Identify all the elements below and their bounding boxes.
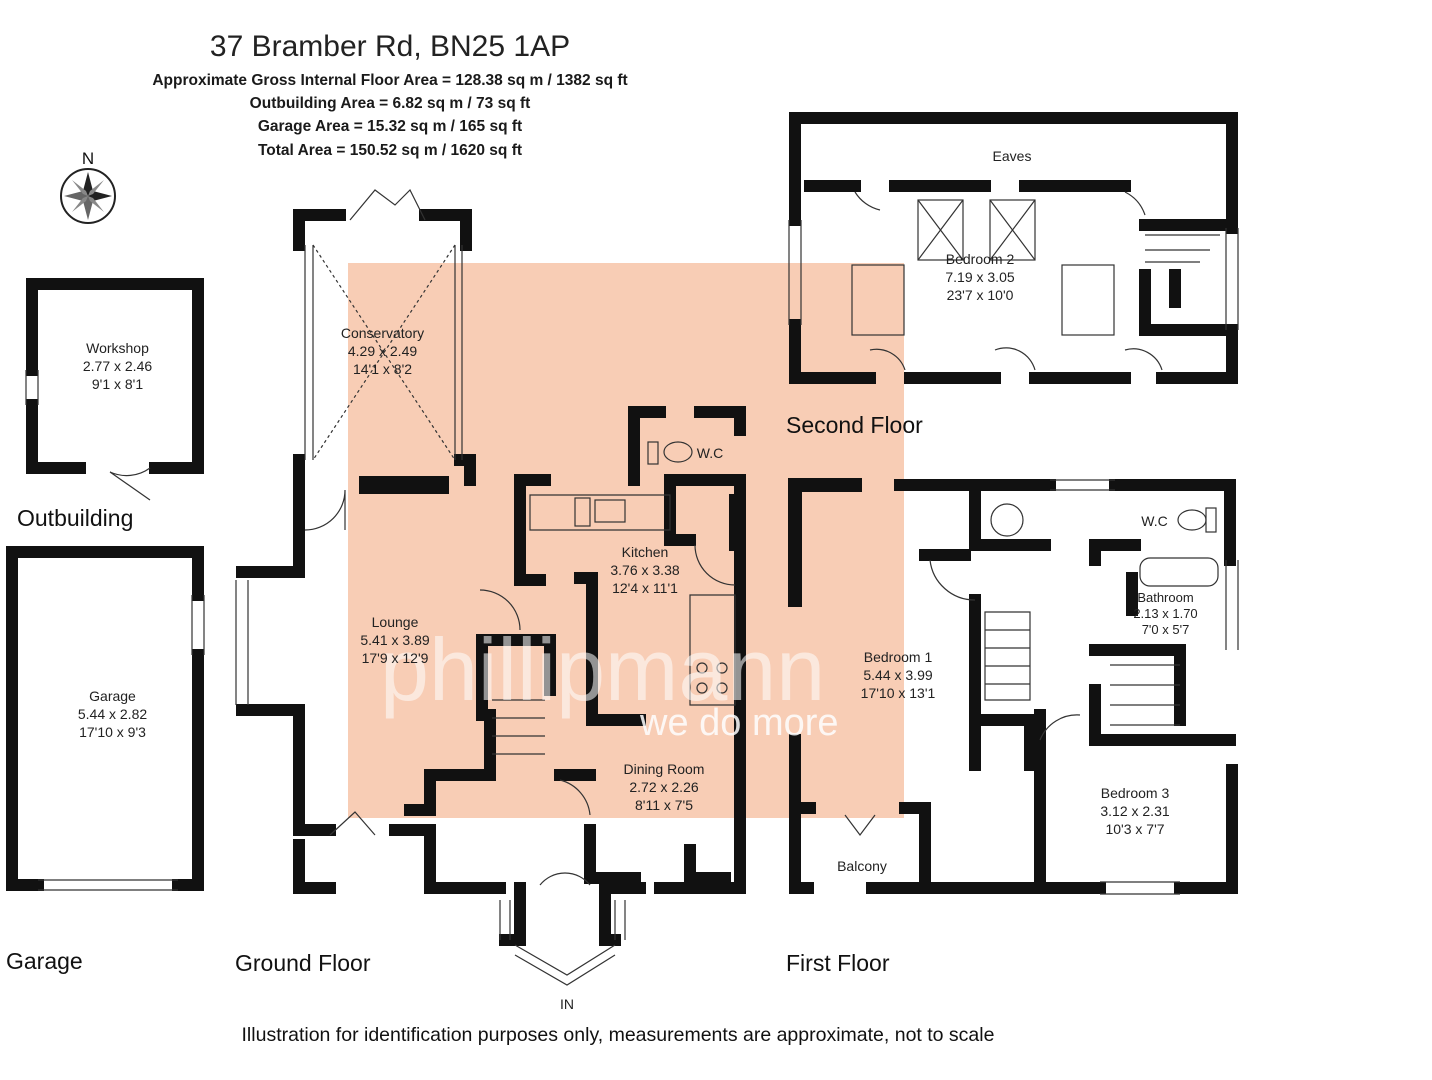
room-size-imperial: 23'7 x 10'0 xyxy=(946,287,1014,303)
room-name: Bedroom 1 xyxy=(863,649,933,665)
room-size-imperial: 14'1 x 8'2 xyxy=(352,361,413,377)
room-size-metric: 7.19 x 3.05 xyxy=(945,269,1015,285)
room-name: Lounge xyxy=(371,614,419,630)
room-size-imperial: 10'3 x 7'7 xyxy=(1105,821,1165,837)
garage-area-line: Garage Area = 15.32 sq m / 165 sq ft xyxy=(257,118,523,135)
room-conservatory: Conservatory 4.29 x 2.49 14'1 x 8'2 xyxy=(320,324,445,378)
room-name: Workshop xyxy=(86,340,149,356)
room-wc-first: W.C xyxy=(1141,513,1168,529)
room-size-metric: 5.44 x 3.99 xyxy=(863,667,933,683)
floor-label-outbuilding: Outbuilding xyxy=(17,505,134,531)
floor-label-garage: Garage xyxy=(6,948,83,974)
room-workshop: Workshop 2.77 x 2.46 9'1 x 8'1 xyxy=(60,339,175,393)
outbuilding-area-line: Outbuilding Area = 6.82 sq m / 73 sq ft xyxy=(249,95,531,112)
room-bedroom-2: Bedroom 2 7.19 x 3.05 23'7 x 10'0 xyxy=(920,250,1040,304)
room-size-imperial: 8'11 x 7'5 xyxy=(634,797,694,813)
room-size-metric: 3.12 x 2.31 xyxy=(1100,803,1170,819)
room-size-imperial: 7'0 x 5'7 xyxy=(1141,622,1190,637)
room-name: Bedroom 2 xyxy=(945,251,1015,267)
room-bathroom: Bathroom 2.13 x 1.70 7'0 x 5'7 xyxy=(1118,590,1213,638)
room-bedroom-3: Bedroom 3 3.12 x 2.31 10'3 x 7'7 xyxy=(1075,784,1195,838)
watermark-brand: phillipmann xyxy=(380,620,825,719)
room-name: Bedroom 3 xyxy=(1100,785,1170,801)
entrance-label: IN xyxy=(560,996,574,1012)
room-eaves: Eaves xyxy=(992,148,1032,164)
compass-icon xyxy=(60,168,116,224)
room-name: Garage xyxy=(89,688,136,704)
room-name: Bathroom xyxy=(1137,590,1194,605)
plan-title: 37 Bramber Rd, BN25 1AP xyxy=(209,30,571,63)
room-size-imperial: 12'4 x 11'1 xyxy=(612,580,678,596)
room-name: Conservatory xyxy=(340,325,425,341)
room-garage: Garage 5.44 x 2.82 17'10 x 9'3 xyxy=(50,687,175,741)
room-size-metric: 5.41 x 3.89 xyxy=(360,632,430,648)
disclaimer: Illustration for identification purposes… xyxy=(241,1024,995,1046)
room-size-metric: 2.13 x 1.70 xyxy=(1133,606,1198,621)
room-size-metric: 4.29 x 2.49 xyxy=(347,343,418,359)
room-size-metric: 2.77 x 2.46 xyxy=(82,358,153,374)
room-kitchen: Kitchen 3.76 x 3.38 12'4 x 11'1 xyxy=(585,543,705,597)
room-size-metric: 3.76 x 3.38 xyxy=(610,562,680,578)
room-size-imperial: 9'1 x 8'1 xyxy=(91,376,144,392)
total-area-line: Total Area = 150.52 sq m / 1620 sq ft xyxy=(257,142,523,159)
room-dining: Dining Room 2.72 x 2.26 8'11 x 7'5 xyxy=(604,760,724,814)
compass-north-label: N xyxy=(82,149,94,168)
room-size-imperial: 17'10 x 13'1 xyxy=(860,685,936,701)
room-size-metric: 2.72 x 2.26 xyxy=(629,779,699,795)
floor-label-second: Second Floor xyxy=(786,412,923,438)
room-balcony: Balcony xyxy=(837,858,887,874)
room-lounge: Lounge 5.41 x 3.89 17'9 x 12'9 xyxy=(335,613,455,667)
watermark-tagline: we do more xyxy=(639,702,839,744)
room-size-metric: 5.44 x 2.82 xyxy=(77,706,148,722)
floor-label-ground: Ground Floor xyxy=(235,950,371,976)
gross-area-line: Approximate Gross Internal Floor Area = … xyxy=(152,72,628,89)
room-size-imperial: 17'10 x 9'3 xyxy=(79,724,146,740)
room-bedroom-1: Bedroom 1 5.44 x 3.99 17'10 x 13'1 xyxy=(838,648,958,702)
room-size-imperial: 17'9 x 12'9 xyxy=(361,650,429,666)
floor-label-first: First Floor xyxy=(786,950,890,976)
room-name: Dining Room xyxy=(623,761,705,777)
room-name: Kitchen xyxy=(621,544,669,560)
workshop-wall xyxy=(26,278,204,474)
room-wc-ground: W.C xyxy=(696,445,724,461)
